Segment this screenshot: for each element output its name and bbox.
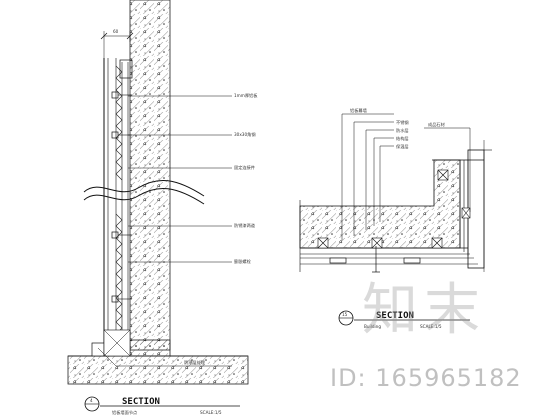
left-section-subtitle: 铝板墙面节点 xyxy=(112,409,137,416)
section-marker-15-label: 15 xyxy=(342,312,348,317)
right-callout-4: 结构层 xyxy=(396,135,409,142)
left-title-block: 4 SECTION 铝板墙面节点 SCALE:1/5 xyxy=(84,396,240,416)
left-section-title: SECTION xyxy=(122,397,160,407)
break-line xyxy=(83,179,205,197)
floor-slab xyxy=(67,355,249,385)
right-callout-3: 防水层 xyxy=(396,127,409,134)
left-callout-5: 膨胀螺栓 xyxy=(234,258,252,265)
left-section-detail: 60 1mm厚铝板 30x30角钢 固定连接件 防锈漆两道 膨胀螺栓 防潮层处理… xyxy=(67,0,258,416)
right-section-detail: 铝板幕墙 不锈钢 防水层 结构层 保温层 成品石材 15 SECTION Bui… xyxy=(299,107,492,329)
right-section-scale: SCALE:1/5 xyxy=(420,324,442,329)
right-section-subtitle: Building xyxy=(364,324,381,329)
dimension-label: 60 xyxy=(113,29,119,34)
left-section-scale: SCALE:1/5 xyxy=(200,410,222,415)
concrete-wall xyxy=(129,0,171,351)
insulation-zigzag xyxy=(115,65,123,181)
left-callout-3: 固定连接件 xyxy=(234,164,255,171)
right-callout-side: 成品石材 xyxy=(428,121,445,128)
right-title-block: 15 SECTION Building SCALE:1/5 xyxy=(338,310,470,329)
left-leaders xyxy=(97,95,232,367)
left-callout-2: 30x30角钢 xyxy=(234,131,256,138)
section-marker-label: 4 xyxy=(90,398,93,403)
right-section-title: SECTION xyxy=(376,311,414,321)
right-callout-1: 铝板幕墙 xyxy=(350,107,367,114)
left-footnote: 防潮层处理 xyxy=(184,359,206,366)
left-callout-4: 防锈漆两道 xyxy=(234,222,256,229)
left-callout-1: 1mm厚铝板 xyxy=(234,92,258,99)
right-leaders xyxy=(341,113,471,240)
dimension-60: 60 xyxy=(100,29,134,60)
right-callout-2: 不锈钢 xyxy=(396,119,409,126)
watermark-id: ID: 165965182 xyxy=(330,364,522,392)
right-callout-5: 保温层 xyxy=(396,143,409,150)
watermark-logo: 知末 xyxy=(362,278,486,343)
